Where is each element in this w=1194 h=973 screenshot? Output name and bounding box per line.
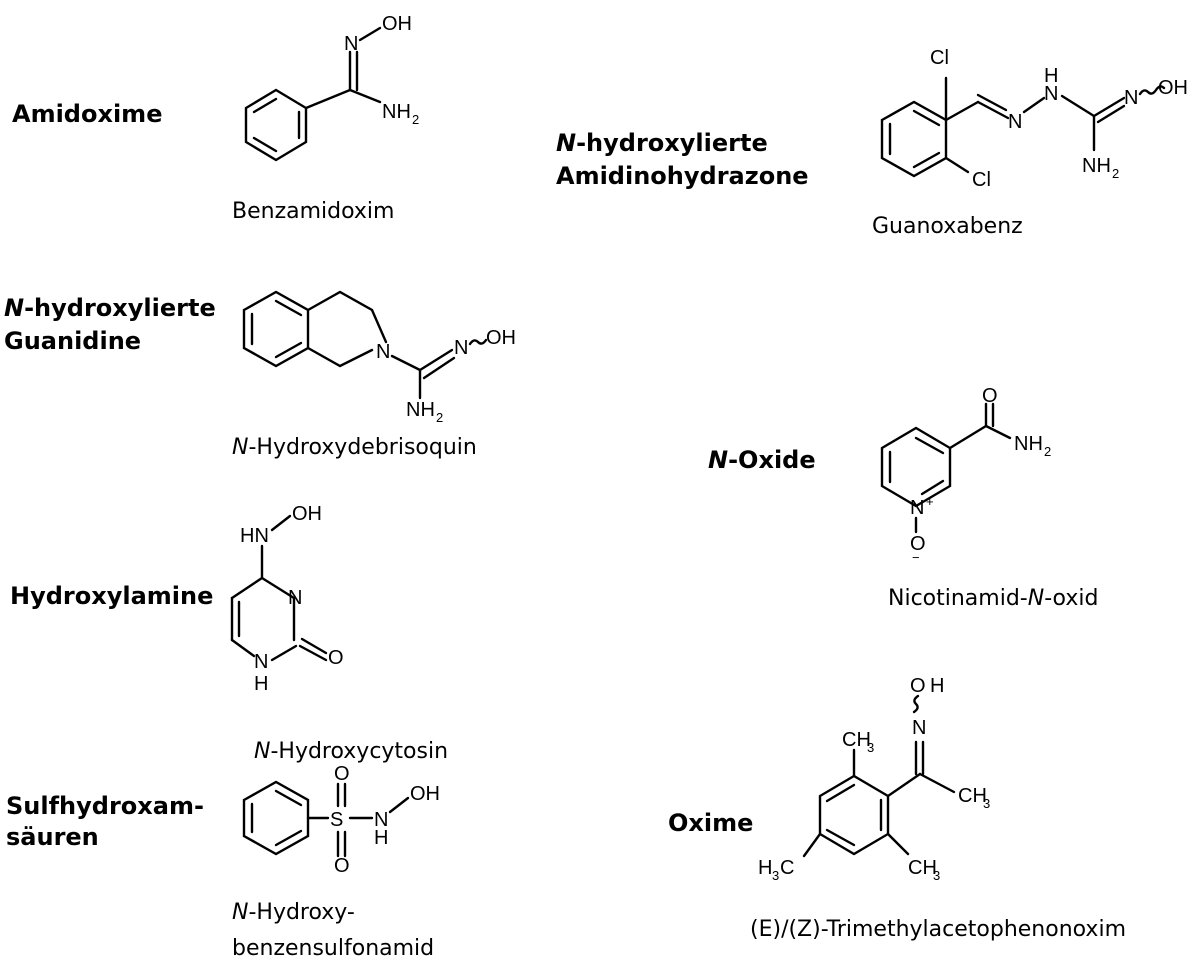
atom-s: S — [330, 809, 343, 831]
atom-n3: N — [288, 587, 302, 609]
atom-o: O — [328, 647, 344, 669]
atom-oh: OH — [486, 327, 516, 349]
atom-o-carbonyl: O — [982, 385, 998, 407]
atom-h: H — [930, 675, 944, 697]
atom-cl-bottom: Cl — [972, 169, 991, 191]
caption-nicotinamid-n-oxid: Nicotinamid-N-oxid — [888, 586, 1099, 611]
atom-oh: OH — [1158, 77, 1188, 99]
atom-h3c-h: H — [758, 857, 772, 879]
atom-nh2: NH — [406, 399, 435, 421]
class-label-sulfhydroxamic-acids: Sulfhydroxam- — [6, 792, 204, 820]
atom-charge-minus: − — [912, 550, 920, 565]
atom-h-n1: H — [254, 673, 268, 695]
atom-oh: OH — [292, 503, 322, 525]
structure-n-hydroxycytosin: HN OH N N H O — [230, 503, 344, 695]
atom-hn: HN — [240, 525, 269, 547]
atom-h3c-c: C — [780, 857, 794, 879]
atom-nh2-sub: 2 — [412, 112, 419, 127]
atom-nh2-sub: 2 — [436, 410, 443, 425]
atom-nh2: NH — [1082, 155, 1111, 177]
class-label-n-oxides: N-Oxide — [708, 446, 816, 474]
atom-ch3-ortho-top-sub: 3 — [867, 740, 874, 755]
atom-h-n: H — [374, 827, 388, 849]
atom-ch3-acetyl-sub: 3 — [983, 796, 990, 811]
caption-n-hydroxybenzensulfonamid-line2: benzensulfonamid — [232, 936, 435, 961]
caption-guanoxabenz: Guanoxabenz — [872, 214, 1023, 239]
structure-benzamidoxim: N OH NH 2 — [244, 13, 419, 162]
atom-ch3-acetyl: CH — [958, 785, 987, 807]
atom-oh: OH — [410, 783, 440, 805]
atom-nh2: NH — [1014, 433, 1043, 455]
atom-o-bottom: O — [334, 855, 350, 877]
class-label-oximes: Oxime — [668, 809, 754, 837]
atom-h3c-sub: 3 — [772, 868, 779, 883]
atom-n-oxime: N — [454, 337, 468, 359]
caption-n-hydroxycytosin: N-Hydroxycytosin — [254, 739, 449, 764]
structure-guanoxabenz: Cl Cl N N H N OH NH 2 — [880, 47, 1188, 191]
atom-nh2-sub: 2 — [1044, 444, 1051, 459]
atom-ch3-ortho-top: CH — [842, 729, 871, 751]
class-label-hydroxylamines: Hydroxylamine — [10, 582, 214, 610]
atom-charge-plus: + — [926, 494, 934, 509]
atom-nh2: NH — [382, 101, 411, 123]
atom-n-hydrazine: N — [1044, 83, 1058, 105]
atom-h-hydrazine: H — [1044, 65, 1058, 87]
structure-n-hydroxybenzensulfonamid: S O O N H OH — [242, 763, 440, 877]
atom-n: N — [344, 33, 358, 55]
class-label-n-hydroxylated-guanidines-line2: Guanidine — [4, 327, 142, 355]
class-label-sulfhydroxamic-acids-line2: säuren — [6, 823, 99, 851]
atom-nh2-sub: 2 — [1112, 166, 1119, 181]
structure-nicotinamid-n-oxid: O NH 2 N + O − — [880, 385, 1051, 565]
structure-trimethylacetophenonoxim: O H N CH 3 CH 3 CH 3 H 3 C — [758, 675, 990, 883]
class-label-n-hydroxylated-guanidines: N-hydroxylierte — [4, 294, 216, 322]
class-label-n-hydroxylated-amidinohydrazones: N-hydroxylierte — [556, 129, 768, 157]
atom-o-minus: O — [910, 533, 926, 555]
class-label-n-hydroxylated-amidinohydrazones-line2: Amidinohydrazone — [556, 162, 809, 190]
class-label-amidoxime: Amidoxime — [12, 100, 163, 128]
structure-n-hydroxydebrisoquin: N N OH NH 2 — [242, 290, 516, 425]
atom-n-oxime: N — [1124, 87, 1138, 109]
atom-ch3-ortho-bottom: CH — [908, 857, 937, 879]
atom-o-top: O — [334, 763, 350, 785]
atom-n1: N — [254, 651, 268, 673]
atom-n: N — [374, 809, 388, 831]
atom-n-imine: N — [1008, 111, 1022, 133]
atom-oh: OH — [382, 13, 412, 35]
caption-n-hydroxydebrisoquin: N-Hydroxydebrisoquin — [232, 435, 477, 460]
caption-benzamidoxim: Benzamidoxim — [232, 199, 395, 224]
atom-o: O — [910, 675, 926, 697]
caption-n-hydroxybenzensulfonamid: N-Hydroxy- — [232, 900, 355, 925]
atom-n: N — [912, 717, 926, 739]
caption-trimethylacetophenonoxim: (E)/(Z)-Trimethylacetophenonoxim — [750, 917, 1126, 942]
atom-cl-top: Cl — [930, 47, 949, 69]
atom-n-ring: N — [376, 341, 390, 363]
atom-n-plus: N — [910, 497, 924, 519]
atom-ch3-ortho-bottom-sub: 3 — [933, 868, 940, 883]
